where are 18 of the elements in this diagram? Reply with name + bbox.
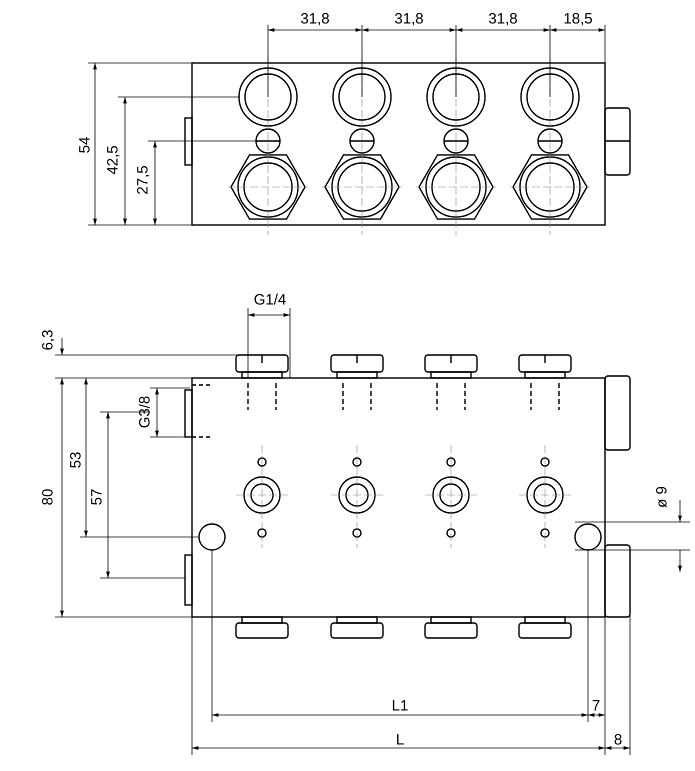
dimension-label: 53 (68, 452, 84, 468)
dimension-label: G1/4 (254, 292, 286, 308)
dimension-label: L1 (392, 698, 408, 714)
dimension-label: G3/8 (138, 396, 152, 428)
dimension-label: ø 9 (654, 486, 670, 508)
dimension-label: 57 (90, 488, 104, 506)
dimension-label: 6,3 (40, 330, 56, 350)
dimension-label: 80 (40, 488, 56, 506)
dimension-label: 31,8 (300, 12, 330, 26)
dimension-label: 8 (614, 732, 622, 748)
dimension-label: 42,5 (106, 145, 120, 175)
dimension-label: 54 (78, 136, 92, 154)
dimension-label: 7 (592, 698, 600, 714)
dimension-label: L (396, 732, 404, 748)
dimension-label: 31,8 (488, 12, 518, 26)
dimension-label: 31,8 (394, 12, 424, 26)
dimension-label: 27,5 (136, 165, 150, 195)
dimension-label: 18,5 (563, 12, 593, 26)
